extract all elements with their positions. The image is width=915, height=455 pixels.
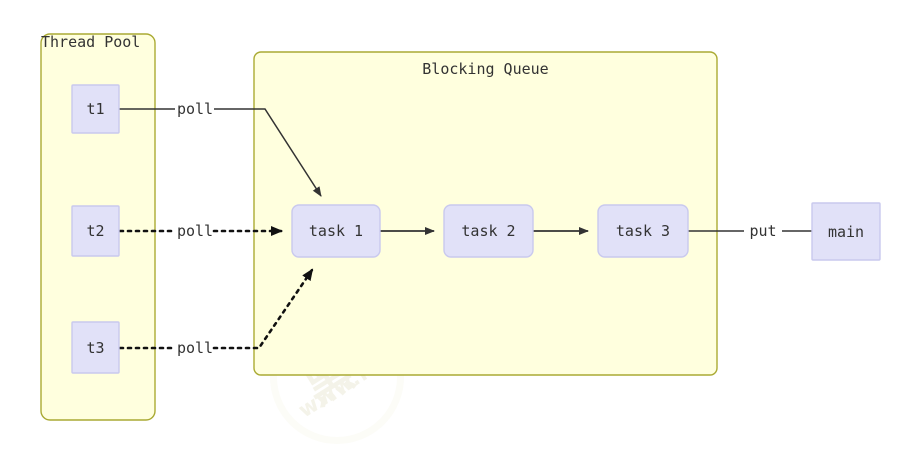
node-task2-box[interactable] [443,204,534,258]
node-task2[interactable] [444,205,533,257]
node-task1[interactable] [292,205,380,257]
node-task3[interactable] [598,205,688,257]
node-t1[interactable] [72,85,119,133]
node-t2[interactable] [72,206,119,256]
node-t2-box[interactable] [71,205,120,257]
node-main[interactable] [812,203,880,260]
node-t1-box[interactable] [71,84,120,134]
node-t3[interactable] [72,322,119,373]
edge-t1-task1 [118,108,321,196]
node-task3-box[interactable] [597,204,689,258]
node-task1-box[interactable] [291,204,381,258]
node-t3-box[interactable] [71,321,120,374]
edge-t3-task1 [118,270,312,350]
node-main-box[interactable] [811,202,881,261]
